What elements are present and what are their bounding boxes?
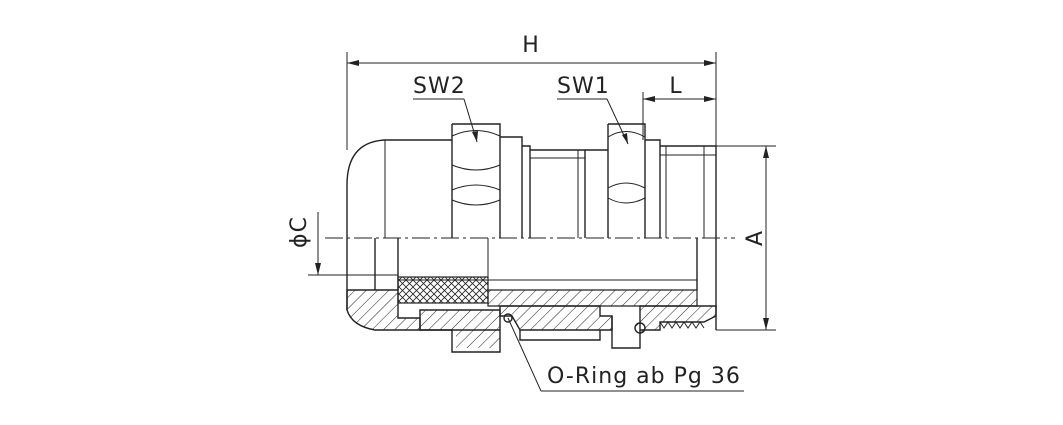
dimension-a: A bbox=[716, 145, 776, 331]
seal-insert bbox=[397, 276, 489, 304]
wrench-size-2-label: SW2 bbox=[413, 74, 466, 99]
gland-exterior-view bbox=[346, 123, 717, 238]
dimension-c: ϕC bbox=[287, 212, 398, 276]
wrench-size-1-label: SW1 bbox=[557, 74, 610, 99]
o-ring-outer bbox=[634, 322, 646, 334]
o-ring-callout: O-Ring ab Pg 36 bbox=[507, 317, 744, 392]
dimension-h: H bbox=[346, 33, 717, 150]
thread-diameter-label: A bbox=[743, 230, 768, 246]
sw1-callout: SW1 bbox=[557, 74, 629, 145]
gland-section-view bbox=[346, 238, 717, 353]
height-label: H bbox=[522, 33, 540, 58]
thread-length-label: L bbox=[669, 74, 682, 99]
o-ring-inner bbox=[503, 313, 513, 323]
diameter-label: ϕC bbox=[287, 216, 312, 248]
o-ring-note-label: O-Ring ab Pg 36 bbox=[547, 364, 741, 389]
dimension-l: L bbox=[642, 74, 716, 140]
sw2-callout: SW2 bbox=[413, 74, 478, 143]
